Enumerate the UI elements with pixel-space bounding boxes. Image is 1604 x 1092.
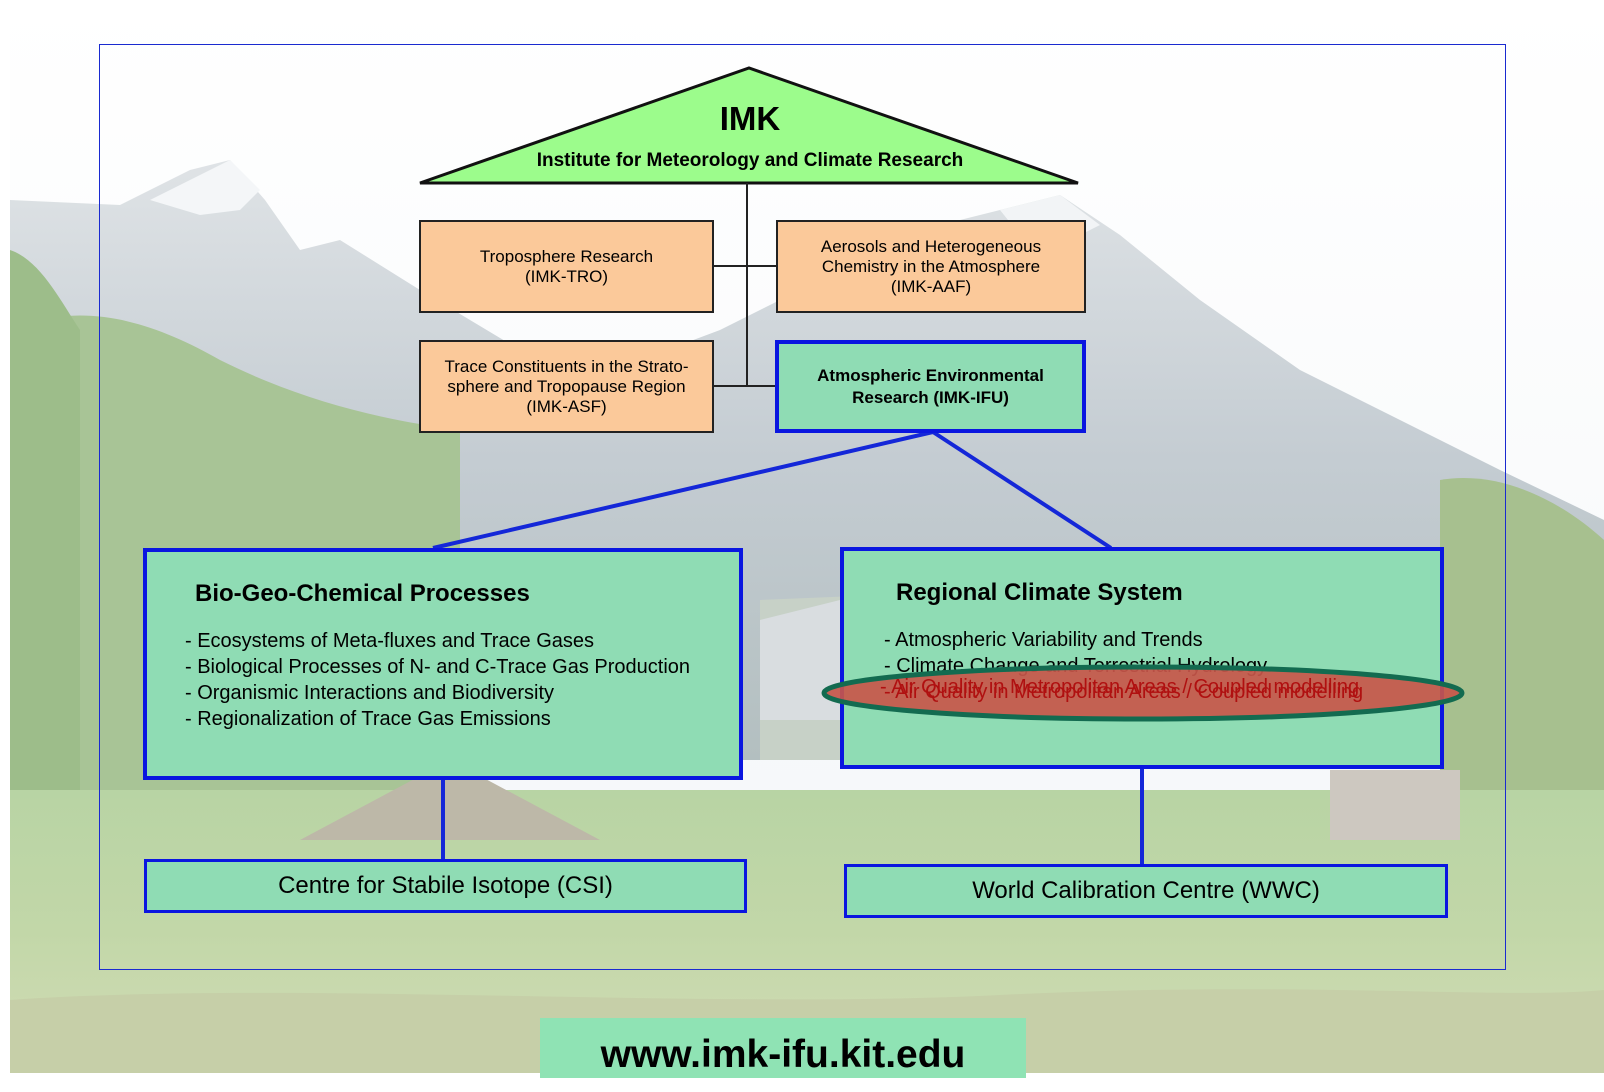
website-url[interactable]: www.imk-ifu.kit.edu [540,1018,1026,1078]
dept-asf-line: (IMK-ASF) [526,396,607,416]
dept-tro-line: Troposphere Research [479,246,654,266]
csi-box: Centre for Stabile Isotope (CSI) [144,859,747,913]
imk-title: IMK [719,100,781,137]
dept-aaf-line: Chemistry in the Atmosphere [821,256,1041,276]
regional-climate-box: Regional Climate System - Atmospheric Va… [840,547,1444,769]
dept-box-asf: Trace Constituents in the Strato- sphere… [419,340,714,433]
dept-box-aaf: Aerosols and Heterogeneous Chemistry in … [776,220,1086,313]
bio-heading: Bio-Geo-Chemical Processes [195,580,530,607]
dept-tro-line: (IMK-TRO) [524,266,609,286]
imk-roof-shape [419,66,1079,185]
list-item: - Air Quality in Metropolitan Areas / Co… [884,681,1364,703]
dept-aaf-line: Aerosols and Heterogeneous [820,236,1042,256]
dept-ifu-line: Atmospheric Environmental [817,365,1044,385]
bio-list: - Ecosystems of Meta-fluxes and Trace Ga… [185,628,690,732]
dept-asf-line: sphere and Tropopause Region [447,376,686,396]
dept-box-ifu: Atmospheric Environmental Research (IMK-… [775,340,1086,433]
diagram-frame [99,44,1506,970]
bio-geo-chemical-box: Bio-Geo-Chemical Processes - Ecosystems … [143,548,743,780]
list-item: - Regionalization of Trace Gas Emissions [185,708,551,730]
regional-heading: Regional Climate System [896,579,1183,606]
ifu-to-bio-line [432,430,934,550]
list-item: - Biological Processes of N- and C-Trace… [185,656,691,678]
wwc-label: World Calibration Centre (WWC) [972,877,1320,904]
list-item: - Atmospheric Variability and Trends [884,629,1203,651]
dept-box-tro: Troposphere Research (IMK-TRO) [419,220,714,313]
highlight-ellipse [821,664,1465,722]
dept-ifu-line: Research (IMK-IFU) [852,387,1009,407]
wwc-box: World Calibration Centre (WWC) [844,864,1448,918]
list-item: - Ecosystems of Meta-fluxes and Trace Ga… [185,630,595,652]
dept-aaf-line: (IMK-AAF) [890,276,972,296]
list-item: - Organismic Interactions and Biodiversi… [185,682,555,704]
imk-subtitle: Institute for Meteorology and Climate Re… [536,150,964,171]
highlighted-item-text: - Air Quality in Metropolitan Areas / Co… [880,676,1360,698]
dept-asf-line: Trace Constituents in the Strato- [444,356,689,376]
csi-label: Centre for Stabile Isotope (CSI) [278,872,613,899]
ifu-to-regional-line [931,430,1113,550]
